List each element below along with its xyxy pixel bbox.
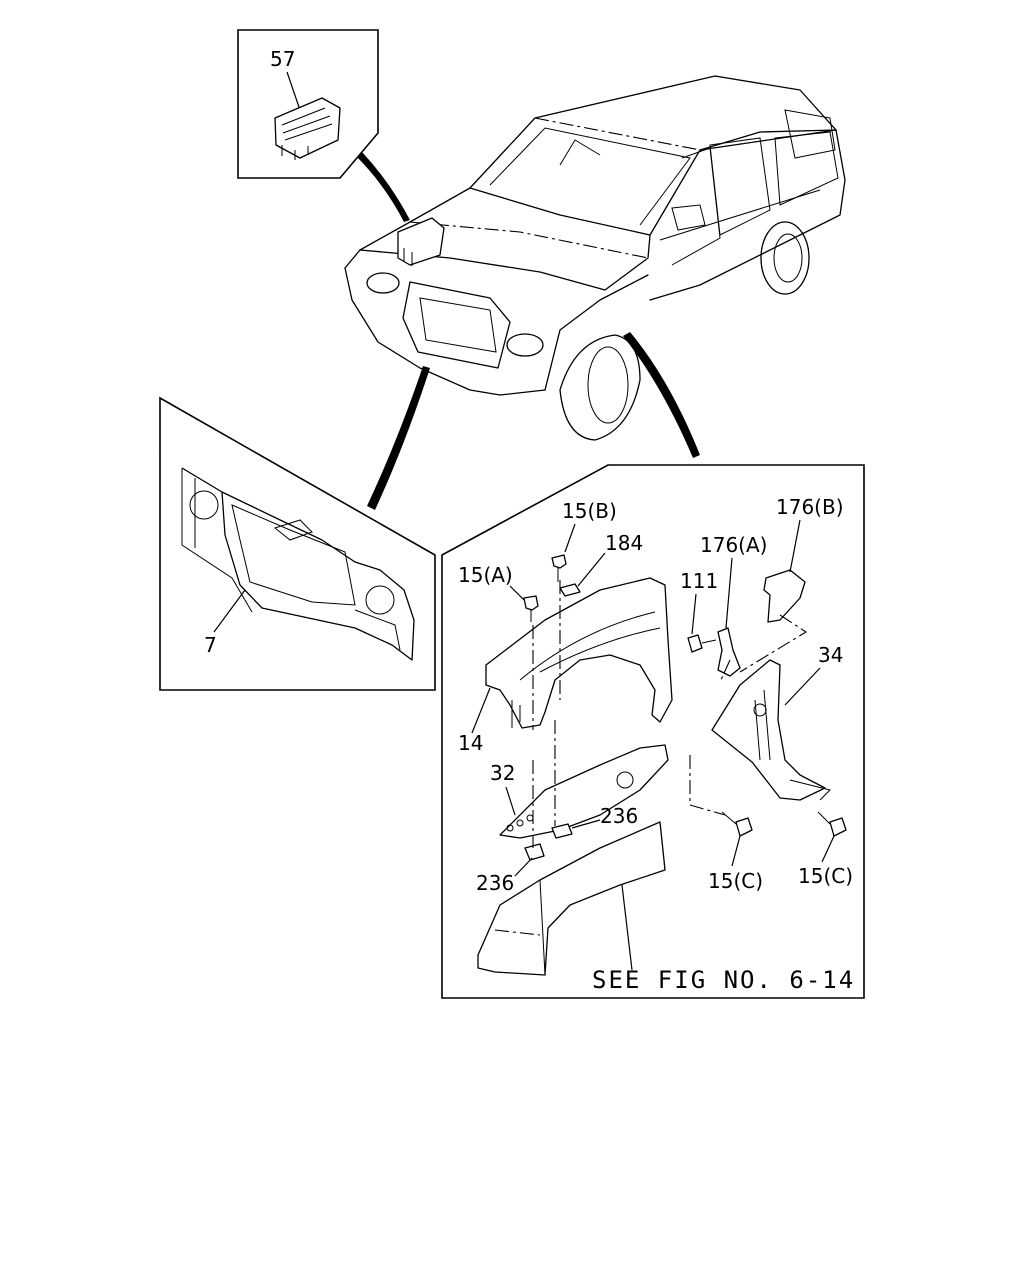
part-14-front-fender	[485, 577, 673, 729]
part-34-inner-fender-panel	[711, 659, 831, 801]
callout-236-upper: 236	[600, 804, 638, 828]
callout-236-lower: 236	[476, 871, 514, 895]
part-111-bolt	[687, 634, 717, 653]
callout-57: 57	[270, 47, 295, 71]
callout-14: 14	[458, 731, 483, 755]
part-15a-bolt	[523, 595, 539, 622]
see-fig-reference: SEE FIG NO. 6-14	[592, 966, 855, 994]
inset-box-hood-scoop: 57	[237, 29, 379, 179]
callout-111: 111	[680, 569, 718, 593]
callout-34: 34	[818, 643, 843, 667]
callout-7: 7	[204, 633, 217, 657]
part-184-clip	[559, 583, 581, 597]
part-236-clip-2	[524, 843, 545, 861]
inset-box-radiator-support: 7	[159, 396, 436, 691]
callout-15c-right: 15(C)	[798, 864, 853, 888]
callout-15c-left: 15(C)	[708, 869, 763, 893]
part-176b-bracket	[763, 569, 806, 623]
part-32-splash-shield	[499, 744, 669, 839]
callout-15a: 15(A)	[458, 563, 513, 587]
part-mudguard-reference	[477, 821, 666, 976]
part-15b-bolt	[551, 554, 567, 582]
part-7-radiator-support	[181, 467, 415, 661]
part-236-clip-1	[551, 823, 573, 839]
callout-32: 32	[490, 761, 515, 785]
part-15c-bolt-2	[817, 811, 847, 837]
callout-15b: 15(B)	[562, 499, 617, 523]
inset-box-fender-group: 15(B) 184 176(A) 176(B) 15(A) 111 34 14 …	[441, 464, 865, 999]
vehicle-illustration	[344, 75, 846, 510]
part-57-scoop	[274, 97, 341, 160]
callout-176b: 176(B)	[776, 495, 844, 519]
part-176a-bracket	[717, 627, 741, 677]
callout-176a: 176(A)	[700, 533, 767, 557]
callout-184: 184	[605, 531, 643, 555]
part-15c-bolt-1	[721, 811, 753, 837]
